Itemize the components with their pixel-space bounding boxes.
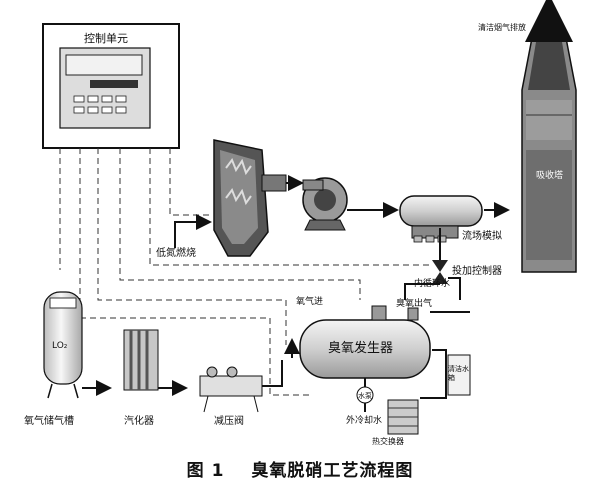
external-cooling-label: 外冷却水: [346, 416, 383, 426]
low-nox-combustion-label: 低氮燃烧: [156, 248, 196, 259]
ozone-generator-vessel: [299, 305, 431, 379]
water-pump-label: 水泵: [358, 392, 372, 400]
clean-exhaust-label: 清洁烟气排放: [478, 23, 526, 32]
figure-caption: 图 1 臭氧脱硝工艺流程图: [0, 456, 600, 481]
ozone-piping: [404, 228, 461, 300]
water-pump: [356, 386, 374, 404]
absorber-tower: [521, 37, 577, 273]
injection-controller-label: 投加控制器: [452, 266, 502, 277]
cooling-loop: [364, 311, 470, 412]
ozone-generator-label: 臭氧发生器: [328, 341, 394, 356]
internal-circulation-label: 内循环水: [414, 279, 451, 289]
clean-water-tank-label: 清洁水箱: [448, 365, 469, 382]
oxygen-storage-tank: [43, 291, 83, 399]
control-unit-box: [42, 23, 180, 149]
valve-outlet-pipe: [262, 360, 283, 387]
control-unit-label: 控制单元: [84, 32, 128, 45]
tank-marking: LO₂: [52, 341, 68, 351]
flow-simulation-label: 流场模拟: [462, 231, 502, 242]
figure-title: 臭氧脱硝工艺流程图: [251, 461, 414, 481]
combustion-arrow: [174, 214, 212, 248]
injection-valve: [432, 240, 448, 284]
pressure-reducing-valve: [199, 366, 263, 413]
oxygen-in-label: 氧气进: [296, 297, 324, 307]
pressure-valve-label: 减压阀: [214, 416, 244, 427]
heat-exchanger-label: 热交换器: [372, 437, 404, 446]
boiler: [213, 139, 287, 257]
figure-number: 图 1: [186, 461, 225, 481]
vaporizer: [123, 329, 159, 391]
vaporizer-label: 汽化器: [124, 416, 154, 427]
ozone-out-label: 臭氧出气: [396, 299, 433, 309]
water-tank: [447, 354, 471, 396]
flow-reactor: [399, 195, 483, 243]
heat-exchanger: [387, 399, 419, 435]
absorber-label: 吸收塔: [536, 171, 564, 181]
oxygen-tank-label: 氧气储气槽: [24, 416, 74, 427]
fan: [286, 175, 348, 231]
